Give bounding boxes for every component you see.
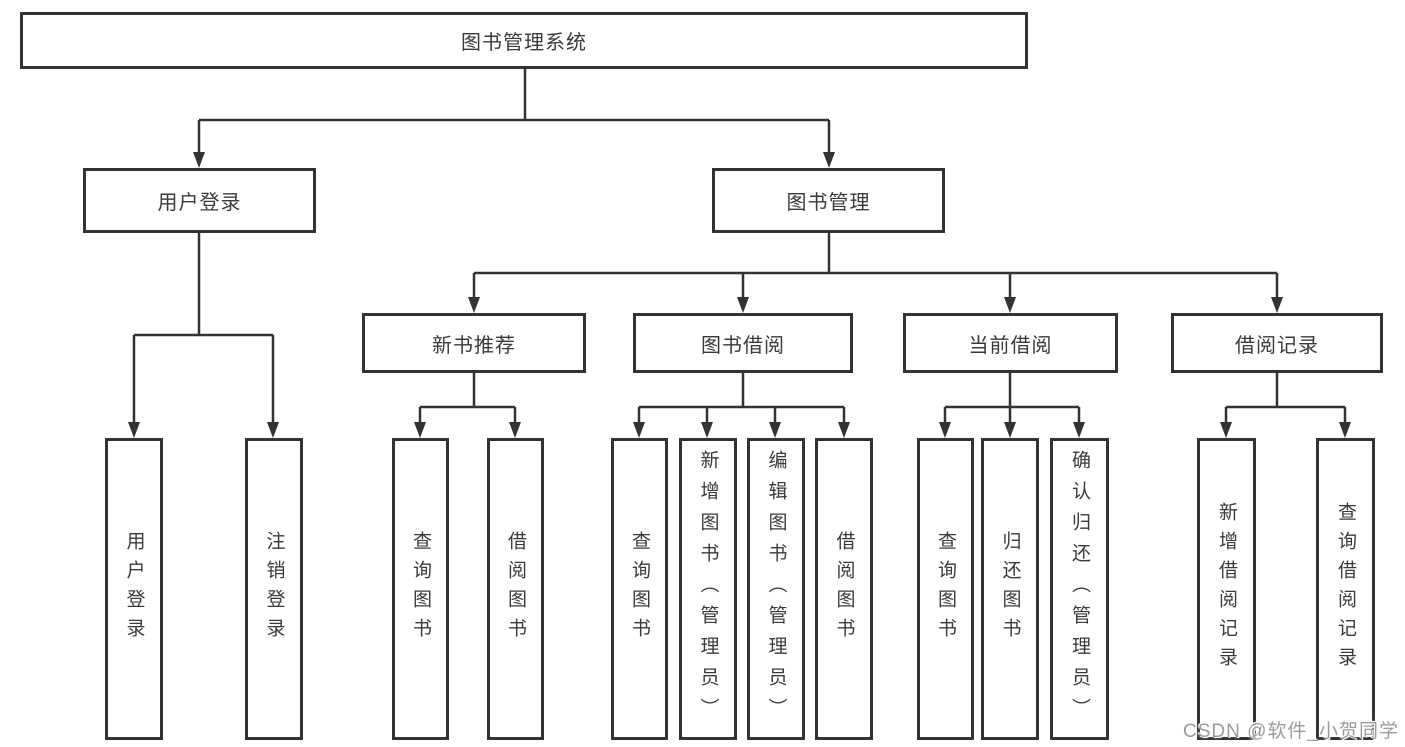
csdn-watermark: CSDN @软件_小贺同学 — [1183, 721, 1399, 742]
leaf-add-books-admin-label: 新增图书（管理员） — [697, 449, 719, 729]
node-new-book-recommendation: 新书推荐 — [362, 313, 586, 373]
leaf-recommend-borrow-books-label: 借阅图书 — [505, 531, 526, 647]
node-current-borrowing-label: 当前借阅 — [968, 334, 1053, 357]
leaf-edit-books-admin-label: 编辑图书（管理员） — [765, 449, 787, 729]
leaf-add-borrow-record: 新增借阅记录 — [1197, 438, 1256, 740]
leaf-confirm-return-admin-label: 确认归还（管理员） — [1069, 449, 1090, 729]
node-borrowing-records-label: 借阅记录 — [1235, 334, 1319, 357]
node-book-management: 图书管理 — [712, 168, 945, 233]
arrowheads — [128, 152, 1351, 438]
leaf-recommend-borrow-books: 借阅图书 — [487, 438, 544, 740]
node-book-borrowing-label: 图书借阅 — [701, 334, 785, 357]
leaf-recommend-query-books-label: 查询图书 — [410, 531, 431, 647]
tree-edges — [132, 69, 1347, 424]
node-book-management-label: 图书管理 — [786, 192, 871, 214]
leaf-borrow-query-books: 查询图书 — [611, 438, 668, 740]
leaf-add-borrow-record-label: 新增借阅记录 — [1216, 502, 1237, 676]
leaf-confirm-return-admin: 确认归还（管理员） — [1050, 438, 1109, 740]
leaf-current-query-books: 查询图书 — [917, 438, 974, 740]
leaf-recommend-query-books: 查询图书 — [392, 438, 449, 740]
leaf-query-borrow-record: 查询借阅记录 — [1316, 438, 1375, 740]
leaf-return-books-label: 归还图书 — [999, 531, 1021, 647]
node-user-login-label: 用户登录 — [157, 192, 242, 214]
node-new-book-recommendation-label: 新书推荐 — [432, 334, 516, 357]
leaf-user-login: 用户登录 — [105, 438, 163, 740]
leaf-current-query-books-label: 查询图书 — [935, 531, 956, 647]
node-book-borrowing: 图书借阅 — [633, 313, 853, 373]
leaf-edit-books-admin: 编辑图书（管理员） — [747, 438, 805, 740]
leaf-add-books-admin: 新增图书（管理员） — [679, 438, 737, 740]
leaf-logout-label: 注销登录 — [263, 531, 285, 647]
leaf-borrow-books: 借阅图书 — [815, 438, 873, 740]
leaf-logout: 注销登录 — [245, 438, 303, 740]
node-current-borrowing: 当前借阅 — [903, 313, 1118, 373]
node-library-system-label: 图书管理系统 — [461, 32, 587, 54]
leaf-user-login-label: 用户登录 — [123, 531, 145, 647]
leaf-return-books: 归还图书 — [981, 438, 1039, 740]
node-user-login: 用户登录 — [83, 168, 316, 233]
node-library-system: 图书管理系统 — [20, 12, 1028, 69]
leaf-query-borrow-record-label: 查询借阅记录 — [1335, 502, 1356, 676]
leaf-borrow-query-books-label: 查询图书 — [629, 531, 650, 647]
node-borrowing-records: 借阅记录 — [1171, 313, 1383, 373]
leaf-borrow-books-label: 借阅图书 — [833, 531, 855, 647]
